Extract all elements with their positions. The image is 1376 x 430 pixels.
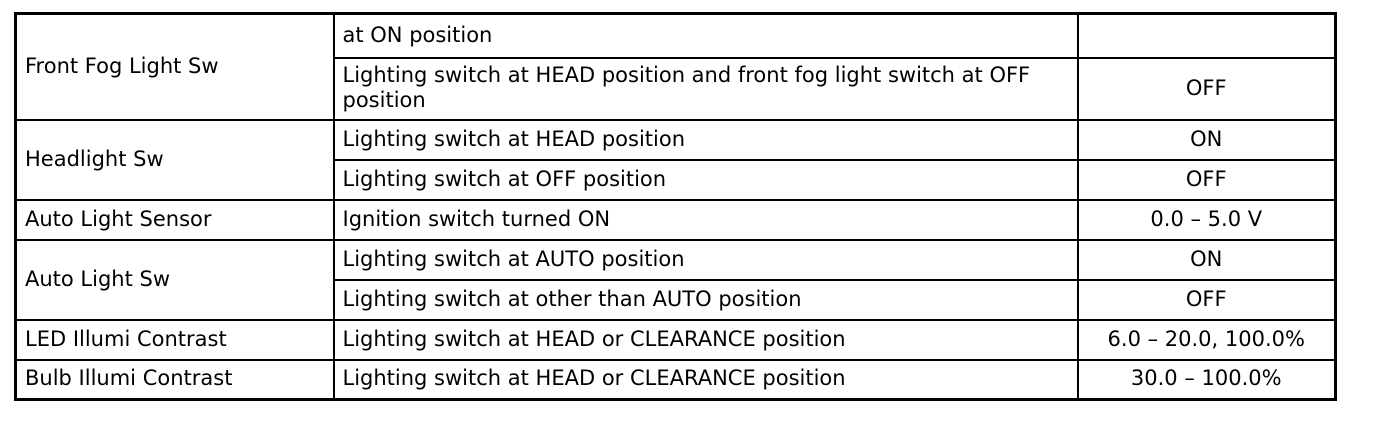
cell-condition-fog-at-on: at ON position	[332, 12, 1079, 59]
table-row: Lighting switch at other than AUTO posit…	[16, 278, 1337, 321]
cell-value-headlight-head: ON	[1076, 118, 1337, 161]
table-row: Lighting switch at OFF position OFF	[16, 158, 1337, 201]
table-row: LED Illumi Contrast Lighting switch at H…	[14, 318, 1337, 361]
cell-condition-fog-head-off: Lighting switch at HEAD position and fro…	[332, 56, 1079, 121]
table-row: Auto Light Sensor Ignition switch turned…	[14, 198, 1337, 241]
cell-item-led-illumi-contrast: LED Illumi Contrast	[14, 318, 335, 361]
cell-condition-bulb-head-clearance: Lighting switch at HEAD or CLEARANCE pos…	[332, 358, 1079, 401]
cell-item-auto-light-sw: Auto Light Sw	[14, 238, 335, 321]
cell-item-auto-light-sensor: Auto Light Sensor	[14, 198, 335, 241]
cell-condition-headlight-head: Lighting switch at HEAD position	[332, 118, 1079, 161]
table-row: Front Fog Light Sw at ON position	[14, 12, 1337, 121]
cell-item-headlight-sw: Headlight Sw	[14, 118, 335, 201]
cell-condition-ignition-on: Ignition switch turned ON	[332, 198, 1079, 241]
cell-value-auto-position: ON	[1076, 238, 1337, 281]
cell-value-led-illumi-contrast: 6.0 – 20.0, 100.0%	[1076, 318, 1337, 361]
specification-table: Front Fog Light Sw at ON position Lighti…	[14, 12, 1337, 401]
cell-value-other-than-auto: OFF	[1076, 278, 1337, 321]
cell-condition-led-head-clearance: Lighting switch at HEAD or CLEARANCE pos…	[332, 318, 1079, 361]
table-body: Front Fog Light Sw at ON position Lighti…	[14, 12, 1337, 401]
cell-condition-other-than-auto: Lighting switch at other than AUTO posit…	[332, 278, 1079, 321]
table-row: Lighting switch at HEAD position and fro…	[16, 56, 1337, 121]
cell-item-front-fog-light-sw: Front Fog Light Sw	[14, 12, 335, 121]
cell-value-fog-at-on	[1076, 12, 1337, 59]
table-row: Headlight Sw Lighting switch at HEAD pos…	[14, 118, 1337, 201]
cell-item-bulb-illumi-contrast: Bulb Illumi Contrast	[14, 358, 335, 401]
table-row: Auto Light Sw Lighting switch at AUTO po…	[14, 238, 1337, 321]
cell-condition-auto-position: Lighting switch at AUTO position	[332, 238, 1079, 281]
cell-value-fog-head-off: OFF	[1076, 56, 1337, 121]
cell-value-headlight-off: OFF	[1076, 158, 1337, 201]
cell-value-bulb-illumi-contrast: 30.0 – 100.0%	[1076, 358, 1337, 401]
table-row: Bulb Illumi Contrast Lighting switch at …	[14, 358, 1337, 401]
cell-condition-headlight-off: Lighting switch at OFF position	[332, 158, 1079, 201]
cell-value-auto-light-sensor: 0.0 – 5.0 V	[1076, 198, 1337, 241]
